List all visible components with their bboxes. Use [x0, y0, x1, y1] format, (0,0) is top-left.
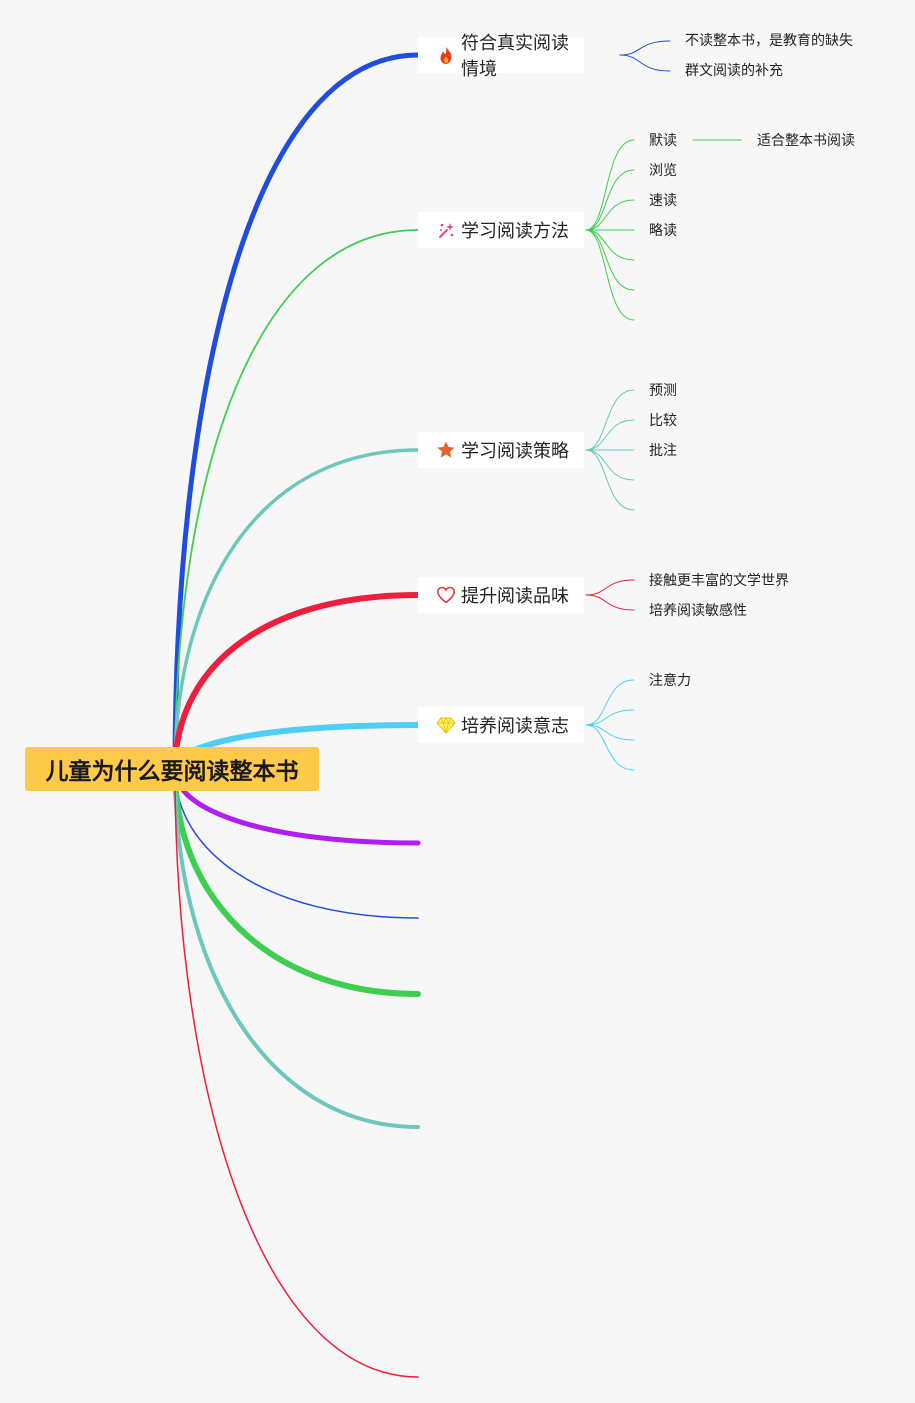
subtopic[interactable]: 比较 — [649, 413, 677, 429]
branch-topic-reading-methods[interactable]: 学习阅读方法 — [418, 212, 584, 248]
subtopic-connector — [585, 229, 635, 291]
subtopic[interactable]: 接触更丰富的文学世界 — [649, 573, 789, 589]
subtopic-connector — [585, 389, 635, 451]
branch-topic-reading-context[interactable]: 符合真实阅读情境 — [418, 33, 584, 80]
branch-topic-reading-taste[interactable]: 提升阅读品味 — [418, 577, 584, 613]
subtopic-connector — [585, 229, 635, 321]
subtopic-connector — [619, 54, 671, 72]
subtopic-connector — [585, 229, 635, 261]
branch-topic-label: 符合真实阅读情境 — [461, 33, 569, 80]
branch-topic-label: 培养阅读意志 — [461, 716, 569, 737]
branch-connector — [174, 229, 419, 771]
subtopic[interactable]: 培养阅读敏感性 — [649, 603, 747, 619]
branch-connector — [172, 52, 421, 773]
branch-topic-label: 学习阅读方法 — [461, 221, 569, 242]
subtopic-connector — [585, 679, 635, 726]
subtopic-connector — [585, 169, 635, 231]
star-icon — [436, 440, 456, 460]
diamond-icon — [436, 715, 456, 735]
sparkle-wand-icon — [436, 220, 456, 240]
root-topic-label: 儿童为什么要阅读整本书 — [45, 759, 299, 785]
subtopic[interactable]: 不读整本书，是教育的缺失 — [685, 33, 853, 49]
subtopic-connector — [585, 579, 635, 596]
branch-connector — [173, 448, 420, 772]
subtopic-level-3[interactable]: 适合整本书阅读 — [757, 133, 855, 149]
subtopic-connector — [585, 594, 635, 611]
subtopic[interactable]: 预测 — [649, 383, 677, 399]
subtopic[interactable]: 批注 — [649, 443, 677, 459]
branch-topic-reading-strategies[interactable]: 学习阅读策略 — [418, 432, 584, 468]
subtopic[interactable]: 群文阅读的补充 — [685, 63, 783, 79]
subtopic-connector — [585, 449, 635, 481]
empty-branch-connector — [174, 769, 419, 1378]
empty-branch-connector — [172, 767, 421, 997]
subtopic-connector — [585, 709, 635, 726]
subtopic-connector — [585, 724, 635, 741]
subtopic[interactable]: 默读 — [649, 133, 677, 149]
branch-topic-label: 学习阅读策略 — [461, 441, 569, 462]
empty-branch-connector — [173, 768, 420, 1129]
subtopic[interactable]: 注意力 — [649, 673, 691, 689]
root-topic[interactable]: 儿童为什么要阅读整本书 — [25, 747, 319, 791]
subtopic-connector — [619, 40, 671, 56]
subtopic[interactable]: 略读 — [649, 223, 677, 239]
subtopic[interactable]: 浏览 — [649, 163, 677, 179]
fire-icon — [436, 45, 456, 65]
subtopic-connector — [585, 449, 635, 511]
branch-connector — [172, 592, 421, 773]
branch-topic-reading-will[interactable]: 培养阅读意志 — [418, 707, 584, 743]
heart-icon — [436, 585, 456, 605]
subtopic[interactable]: 速读 — [649, 193, 677, 209]
subtopic-connector — [585, 139, 635, 231]
branch-topic-label: 提升阅读品味 — [461, 586, 569, 607]
subtopic-connector — [585, 199, 635, 231]
subtopic-connector — [585, 419, 635, 451]
subtopic-connector — [585, 724, 635, 771]
